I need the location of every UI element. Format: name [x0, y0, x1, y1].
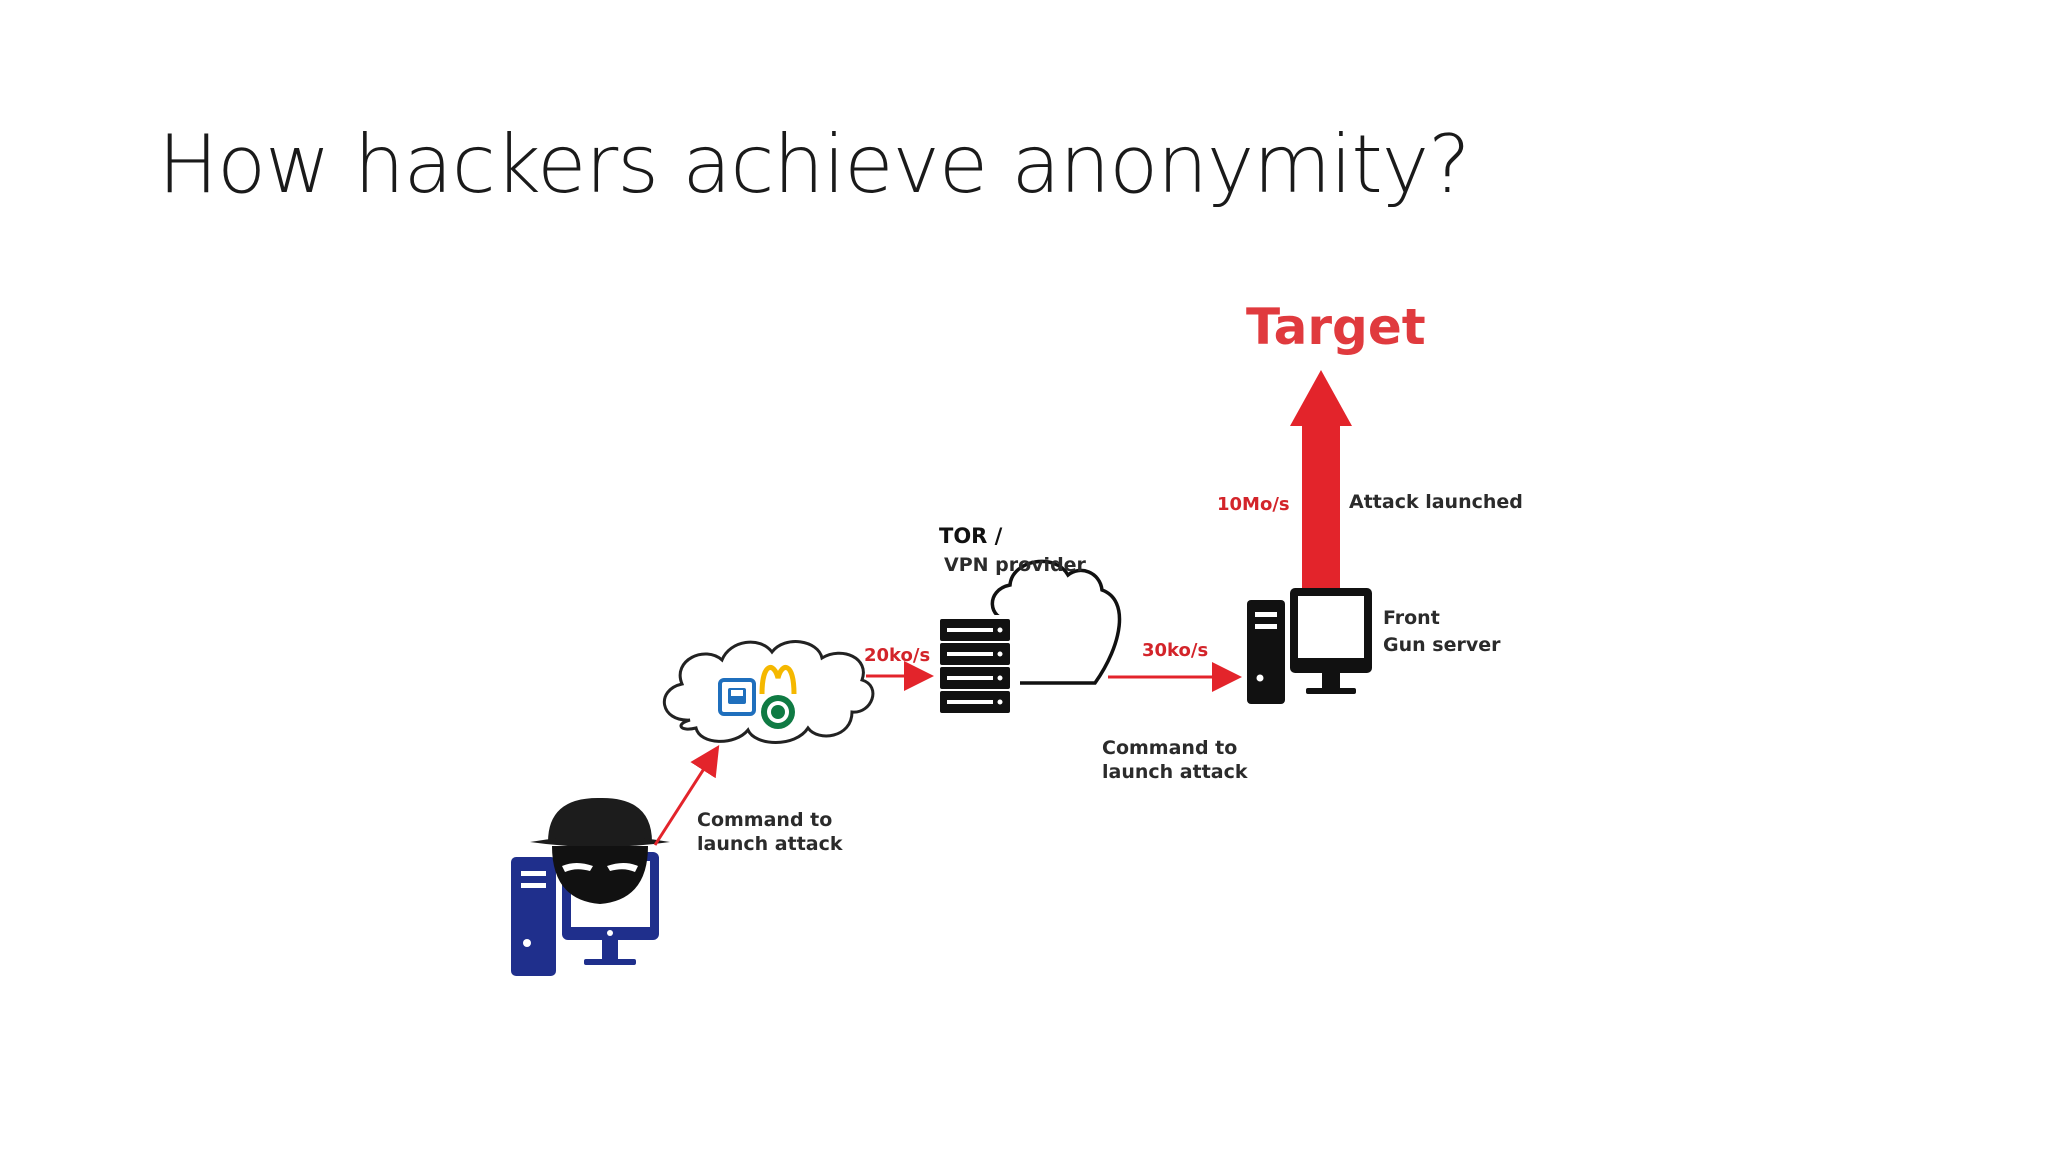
slide-title: How hackers achieve anonymity?	[158, 118, 1471, 211]
server-cloud-icon	[936, 559, 1122, 715]
rate-vpn-to-front: 30ko/s	[1142, 640, 1208, 661]
rate-public-to-vpn: 20ko/s	[864, 645, 930, 666]
tor-label-line2: VPN provider	[944, 554, 1087, 576]
arrow-hacker-to-cloud	[653, 744, 720, 846]
attack-launched-label: Attack launched	[1349, 491, 1523, 513]
rate-front-to-target: 10Mo/s	[1217, 494, 1290, 515]
hacker-computer-icon	[511, 797, 670, 976]
command-label-2-line2: launch attack	[1102, 761, 1248, 783]
tor-label-line1: TOR /	[939, 524, 1003, 548]
arrow-front-to-target	[1290, 370, 1352, 588]
front-label-line2: Gun server	[1383, 634, 1501, 656]
command-label-1-line1: Command to	[697, 809, 832, 831]
command-label-2-line1: Command to	[1102, 737, 1237, 759]
front-label-line1: Front	[1383, 607, 1440, 629]
desktop-computer-icon	[1247, 588, 1372, 704]
target-label: Target	[1246, 298, 1426, 356]
command-label-1-line2: launch attack	[697, 833, 843, 855]
public-wifi-cloud-icon	[663, 640, 875, 744]
